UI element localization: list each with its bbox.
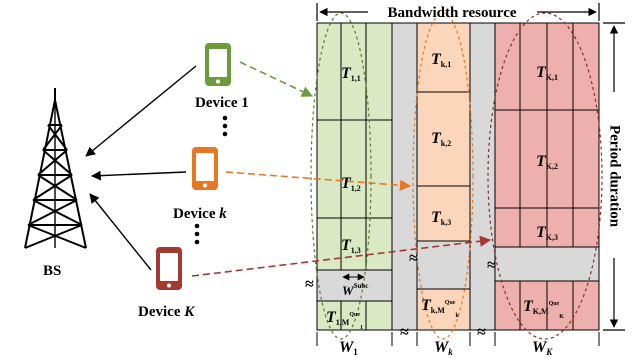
bandwidth-axis-label: Bandwidth resource <box>387 5 516 21</box>
cell-label-K-1: TK,1 <box>536 64 558 82</box>
device-k-phone-icon <box>192 147 218 190</box>
group-ellipse-device-K <box>487 12 603 340</box>
break-mark-bottom-2: ≈ <box>477 324 486 341</box>
cell-label-1-2: T1,2 <box>341 175 361 193</box>
period-axis: Period duration <box>603 22 625 331</box>
bandwidth-axis: Bandwidth resource <box>316 3 600 21</box>
cell-label-k-2: Tk,2 <box>431 130 451 148</box>
device-k-label: Device k <box>173 206 227 222</box>
device-1-phone-icon <box>205 43 231 86</box>
device-K-phone-icon <box>156 247 182 290</box>
cell-label-1-M: T1,MQue1 <box>326 309 363 331</box>
link-device-1-to-bs <box>85 65 197 157</box>
gap-band-2 <box>469 22 496 331</box>
group-ellipse-device-1 <box>310 12 372 340</box>
device-ellipsis-1 <box>222 115 228 137</box>
cell-label-K-3: TK,3 <box>536 224 558 242</box>
subcarrier-width-marker: WSubc <box>342 273 368 298</box>
break-mark-group1: ≈ <box>409 250 418 267</box>
width-label-group-1: W1 <box>339 339 358 357</box>
device-ellipsis-2 <box>194 223 200 245</box>
link-device-K-to-bs <box>89 193 152 271</box>
cell-label-K-2: TK,2 <box>536 153 558 171</box>
device-k-label-text: Device <box>173 206 219 222</box>
assign-arrow-device-1 <box>239 61 314 97</box>
device-K-label-text: Device <box>138 304 184 320</box>
cell-label-1-3: T1,3 <box>341 237 361 255</box>
width-label-group-k: Wk <box>434 339 453 357</box>
break-mark-left: ≈ <box>305 276 314 293</box>
group-ellipse-device-k <box>412 12 474 340</box>
resource-block-device-k <box>416 22 471 331</box>
device-K-label-index: K <box>183 304 195 320</box>
device-K-label: Device K <box>138 304 195 320</box>
base-station-tower-icon <box>24 88 87 249</box>
period-axis-label: Period duration <box>607 125 623 228</box>
device-k-label-index: k <box>219 206 227 222</box>
break-mark-groupk: ≈ <box>487 257 496 274</box>
subcarrier-width-label: WSubc <box>342 282 368 298</box>
cell-label-K-M: TK,MQueK <box>523 298 564 320</box>
cell-label-1-1: T1,1 <box>341 65 361 83</box>
device-1-label: Device 1 <box>195 95 249 111</box>
resource-block-device-K <box>494 22 600 331</box>
gap-band-1 <box>391 22 418 331</box>
width-label-group-K: WK <box>532 339 553 357</box>
cell-label-k-1: Tk,1 <box>431 51 451 69</box>
break-mark-bottom-1: ≈ <box>400 324 409 341</box>
bottom-width-ticks <box>316 332 600 346</box>
link-device-k-to-bs <box>91 170 187 181</box>
assign-arrow-device-k <box>225 171 412 191</box>
cell-label-k-M: Tk,MQuek <box>421 297 459 319</box>
cell-label-k-3: Tk,3 <box>431 209 451 227</box>
assign-arrow-device-K <box>191 235 492 277</box>
bs-label: BS <box>43 263 61 279</box>
